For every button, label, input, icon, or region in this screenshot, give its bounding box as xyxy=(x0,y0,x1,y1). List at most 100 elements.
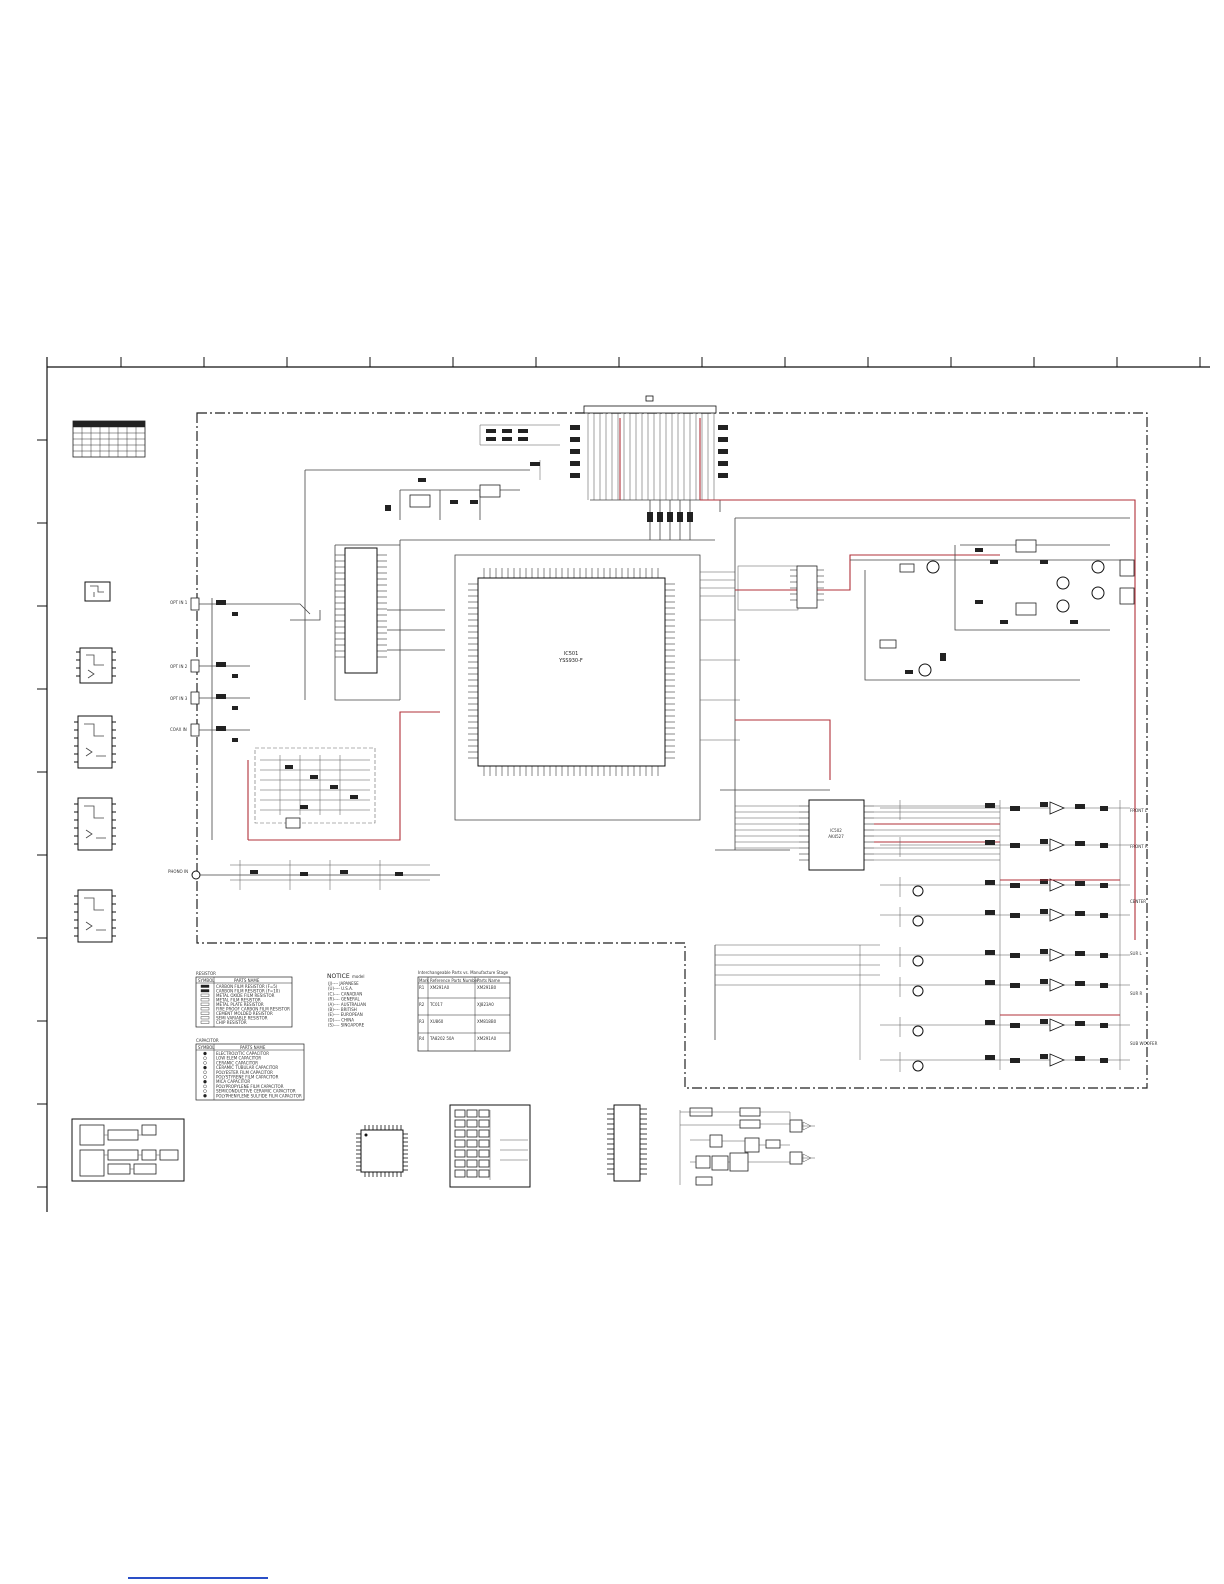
block-cell xyxy=(478,1149,490,1158)
block-cell xyxy=(454,1159,466,1168)
resistor-legend-row: METAL FILM RESISTOR xyxy=(216,998,261,1003)
capacitor-symbol xyxy=(203,1056,207,1060)
resistor xyxy=(1100,1023,1108,1028)
dac-ic-ref: IC502 xyxy=(830,828,842,833)
bottom-link-line[interactable] xyxy=(128,1577,268,1579)
resistor-symbol xyxy=(200,1011,210,1015)
resistor-symbol xyxy=(200,1007,210,1011)
resistor xyxy=(1040,979,1048,984)
block-cell xyxy=(454,1129,466,1138)
channel-signal xyxy=(1000,879,1120,1016)
resistor xyxy=(1040,949,1048,954)
channel-wire xyxy=(880,947,1130,967)
capacitor-symbol xyxy=(203,1084,207,1089)
interchange-mark: R4 xyxy=(419,1036,425,1041)
resistor xyxy=(985,910,995,915)
resistor xyxy=(1100,913,1108,918)
block-cell xyxy=(454,1109,466,1118)
capacitor-symbol xyxy=(203,1094,207,1098)
resistor xyxy=(1010,1058,1020,1063)
resistor xyxy=(985,950,995,955)
ic-pin-table xyxy=(72,420,146,458)
audio-dac-ic: IC502 AK4527 xyxy=(735,799,1000,871)
resistor-symbol xyxy=(200,1002,210,1006)
resistor xyxy=(1100,883,1108,888)
resistor-symbol xyxy=(200,989,210,993)
output-label-2: FRONT R xyxy=(1130,844,1148,849)
channel-wire xyxy=(880,800,1130,820)
input-label-2: OPT IN 2 xyxy=(170,664,188,669)
resistor xyxy=(1040,802,1048,807)
resistor-legend-title: RESISTOR xyxy=(196,971,216,976)
opamp-symbol xyxy=(1049,908,1066,922)
capacitor-legend-row: LOW ELEM CAPACITOR xyxy=(216,1056,261,1061)
resistor xyxy=(985,1020,995,1025)
main-dsp-ic: IC501 YSS930-F xyxy=(399,539,715,821)
resistor-legend-row: CEMENT MOLDED RESISTOR xyxy=(216,1011,273,1016)
channel-wire xyxy=(880,837,1130,857)
notice-item: (U)---- U.S.A. xyxy=(328,986,353,991)
resistor xyxy=(1010,913,1020,918)
resistor xyxy=(1010,953,1020,958)
resistor xyxy=(1040,909,1048,914)
notice-item: (B)---- BRITISH xyxy=(328,1007,357,1012)
opamp-symbol xyxy=(1049,801,1066,815)
block-cell xyxy=(478,1139,490,1148)
block-cell xyxy=(478,1169,490,1178)
resistor xyxy=(1100,806,1108,811)
interchange-ref: TC017 xyxy=(429,1002,443,1007)
notice-item: (D)---- CHINA xyxy=(328,1017,354,1022)
block-cell xyxy=(454,1139,466,1148)
memory-ic xyxy=(334,544,445,701)
opamp-symbol xyxy=(1049,878,1066,892)
resistor xyxy=(1010,883,1020,888)
signal-bus xyxy=(700,499,1136,1040)
resistor xyxy=(985,1055,995,1060)
notice-item: (S)---- SINGAPORE xyxy=(328,1023,365,1028)
interchange-ref: XM291A0 xyxy=(430,985,450,990)
interchange-mark: R1 xyxy=(419,985,425,990)
capacitor-symbol xyxy=(203,1051,207,1056)
main-ic-part: YSS930-F xyxy=(558,658,583,664)
resistor xyxy=(1075,1056,1085,1061)
interchange-header-mark: Mark xyxy=(419,978,430,983)
output-label-4: SUR L xyxy=(1130,951,1143,956)
output-labels: FRONT L FRONT R CENTER SUR L SUR R SUB W… xyxy=(1130,808,1158,1046)
resistor xyxy=(1100,843,1108,848)
block-cell xyxy=(466,1129,478,1138)
capacitor-legend-row: SEMICONDUCTIVE CERAMIC CAPACITOR xyxy=(216,1089,296,1094)
resistor-legend-row: CARBON FILM RESISTOR (F=10) xyxy=(216,989,280,994)
interchange-name: XJ823A0 xyxy=(477,1002,494,1007)
output-label-5: SUR R xyxy=(1130,991,1143,996)
ic-pinout-diagrams xyxy=(74,581,116,943)
interchange-table: Interchangeable Parts vs. Manufacture St… xyxy=(417,970,511,1052)
notice-subtitle: model xyxy=(352,974,364,979)
resistor xyxy=(1010,1023,1020,1028)
channel-wire xyxy=(880,1017,1130,1037)
resistor xyxy=(985,803,995,808)
capacitor-legend-row: ELECTROLYTIC CAPACITOR xyxy=(216,1051,269,1056)
interchange-title: Interchangeable Parts vs. Manufacture St… xyxy=(418,970,509,975)
resistor-symbol xyxy=(200,998,210,1002)
resistor xyxy=(1040,1054,1048,1059)
interchange-name: XM818B0 xyxy=(477,1019,497,1024)
channel-wire xyxy=(880,1052,1130,1072)
capacitor-legend-row: MICA CAPACITOR xyxy=(216,1079,250,1084)
resistor-header-name: PARTS NAME xyxy=(234,978,260,983)
block-cell xyxy=(478,1159,490,1168)
power-clock-block xyxy=(304,424,560,700)
bottom-signal-lines xyxy=(715,944,880,1060)
transistor xyxy=(912,915,924,927)
opamp-symbol xyxy=(1049,1053,1066,1067)
channel-wire xyxy=(880,877,1130,897)
block-cell xyxy=(466,1139,478,1148)
resistor xyxy=(1010,843,1020,848)
input-label-5: PHONO IN xyxy=(168,869,188,874)
capacitor-legend-row: POLYPROPYLENE FILM CAPACITOR xyxy=(216,1084,284,1089)
block-cell xyxy=(466,1109,478,1118)
interchange-header-ref: Reference Parts Number xyxy=(430,978,479,983)
block-cell xyxy=(466,1119,478,1128)
model-notice: NOTICE model (J)---- JAPANESE(U)---- U.S… xyxy=(327,973,366,1028)
interchange-ref: XU860 xyxy=(430,1019,444,1024)
resistor xyxy=(985,840,995,845)
